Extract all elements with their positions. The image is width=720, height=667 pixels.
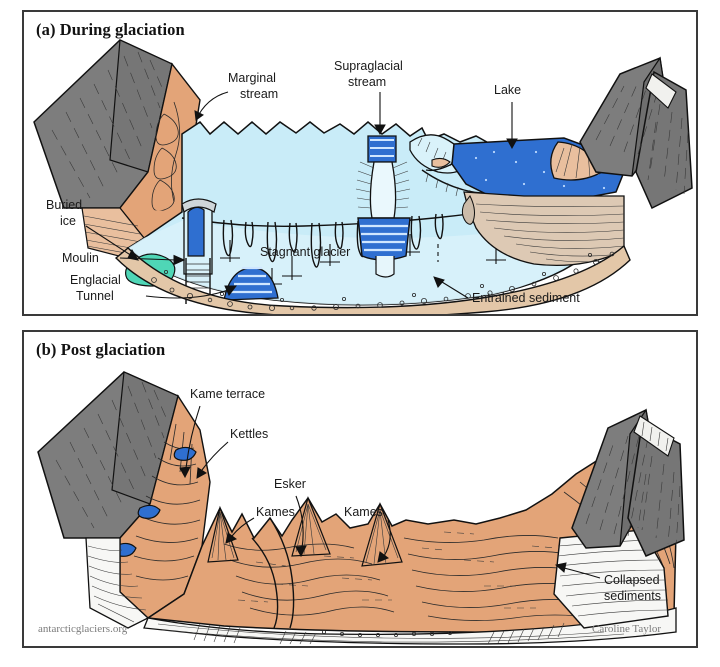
label-supraglacial-stream-line2: stream: [348, 75, 386, 89]
panel-b-illustration: Kame terrace Kettles Esker Kames: [24, 332, 696, 646]
proglacial-lake: [425, 137, 625, 199]
leader-kame-terrace: [185, 405, 201, 469]
right-lake-delta-sediments: [461, 191, 625, 267]
label-moulin: Moulin: [62, 251, 99, 265]
entrained-basal-sediment: [114, 244, 631, 314]
label-supraglacial-stream-line1: Supraglacial: [334, 59, 403, 73]
source-credit: antarcticglaciers.org: [38, 623, 128, 635]
supraglacial-stream-conduit: [355, 135, 411, 278]
panel-b-svg: Kame terrace Kettles Esker Kames: [37, 371, 685, 645]
kettle-hole-1: [173, 446, 197, 461]
leader-entrained-sediment: [441, 281, 469, 299]
leader-collapsed-sediments: [563, 567, 601, 579]
kame-cone-center: [291, 496, 331, 557]
label-kames-left: Kames: [256, 505, 295, 519]
panel-a-title: (a) During glaciation: [36, 20, 185, 39]
panel-a-svg: Marginal stream Supraglacial stream Lake: [33, 39, 693, 314]
right-collapsed-sediment-wedge: [553, 529, 669, 629]
arrowhead-entrained-sediment: [433, 276, 445, 288]
leader-englacial-tunnel: [145, 289, 229, 299]
panel-a-label-entrained-sediment: Entrained sediment: [433, 276, 580, 305]
arrowhead-moulin: [173, 254, 186, 266]
panel-a-label-moulin: Moulin: [62, 251, 186, 266]
panel-b-label-kames-left: Kames: [225, 505, 295, 544]
arrowhead-lake: [506, 138, 518, 150]
left-valley-rock-wall: [33, 39, 173, 209]
arrowhead-kame-terrace: [179, 466, 191, 479]
right-valley-rock-wall-b: [571, 408, 685, 557]
label-collapsed-sediments-line1: Collapsed: [604, 573, 660, 587]
leader-buried-ice: [85, 225, 133, 257]
label-marginal-stream-line1: Marginal: [228, 71, 276, 85]
label-collapsed-sediments-line2: sediments: [604, 589, 661, 603]
panel-b-label-kettles: Kettles: [196, 427, 268, 479]
panel-a-label-lake: Lake: [494, 83, 521, 150]
left-valley-rock-wall-b: [37, 371, 179, 539]
label-stagnant-glacier: Stagnant glacier: [260, 245, 350, 259]
panel-b-label-collapsed-sediments: Collapsed sediments: [554, 562, 661, 603]
arrowhead-supraglacial-stream: [374, 124, 386, 136]
leader-kames-right: [383, 519, 391, 557]
valley-fill-kame-topography: [145, 455, 677, 633]
label-esker: Esker: [274, 477, 306, 491]
label-lake: Lake: [494, 83, 521, 97]
kettle-hole-2: [137, 504, 161, 519]
panel-b-label-kame-terrace: Kame terrace: [179, 387, 265, 479]
arrowhead-marginal-stream: [194, 110, 204, 121]
leader-kames-left: [231, 517, 255, 537]
panel-during-glaciation: Marginal stream Supraglacial stream Lake: [22, 10, 698, 316]
leader-esker: [295, 495, 304, 549]
leader-moulin: [119, 257, 177, 261]
label-buried-ice-line1: Buried: [46, 198, 82, 212]
panel-b-label-kames-right: Kames: [344, 505, 391, 563]
panel-b-label-esker: Esker: [274, 477, 307, 558]
arrowhead-kettles: [196, 467, 207, 479]
panel-a-illustration: Marginal stream Supraglacial stream Lake: [24, 12, 696, 314]
label-kames-right: Kames: [344, 505, 383, 519]
panel-post-glaciation: Kame terrace Kettles Esker Kames: [22, 330, 698, 648]
label-entrained-sediment: Entrained sediment: [472, 291, 580, 305]
label-buried-ice-line2: ice: [60, 214, 76, 228]
arrowhead-kames-left: [225, 532, 238, 544]
esker-ridge: [251, 517, 295, 629]
arrowhead-englacial-tunnel: [224, 285, 238, 296]
left-marginal-sediment-ramp: [119, 62, 201, 239]
panel-b-title: (b) Post glaciation: [36, 340, 166, 359]
panel-a-label-englacial-tunnel: Englacial Tunnel: [70, 273, 238, 303]
moulin-and-englacial-tunnel: [181, 198, 217, 304]
label-englacial-tunnel-line2: Tunnel: [76, 289, 114, 303]
panel-a-label-marginal-stream: Marginal stream: [194, 71, 278, 121]
subglacial-water-pocket: [223, 266, 279, 301]
arrowhead-esker: [295, 545, 307, 558]
right-valley-rock-wall: [579, 56, 693, 210]
leader-kettles: [201, 441, 229, 471]
label-kame-terrace: Kame terrace: [190, 387, 265, 401]
arrowhead-kames-right: [377, 551, 390, 563]
label-marginal-stream-line2: stream: [240, 87, 278, 101]
panel-a-label-buried-ice: Buried ice: [46, 198, 140, 261]
arrowhead-collapsed-sediments: [554, 562, 567, 573]
label-englacial-tunnel-line1: Englacial: [70, 273, 121, 287]
label-kettles: Kettles: [230, 427, 268, 441]
panel-a-label-supraglacial-stream: Supraglacial stream: [334, 59, 403, 136]
artist-credit: Caroline Taylor: [592, 623, 661, 635]
